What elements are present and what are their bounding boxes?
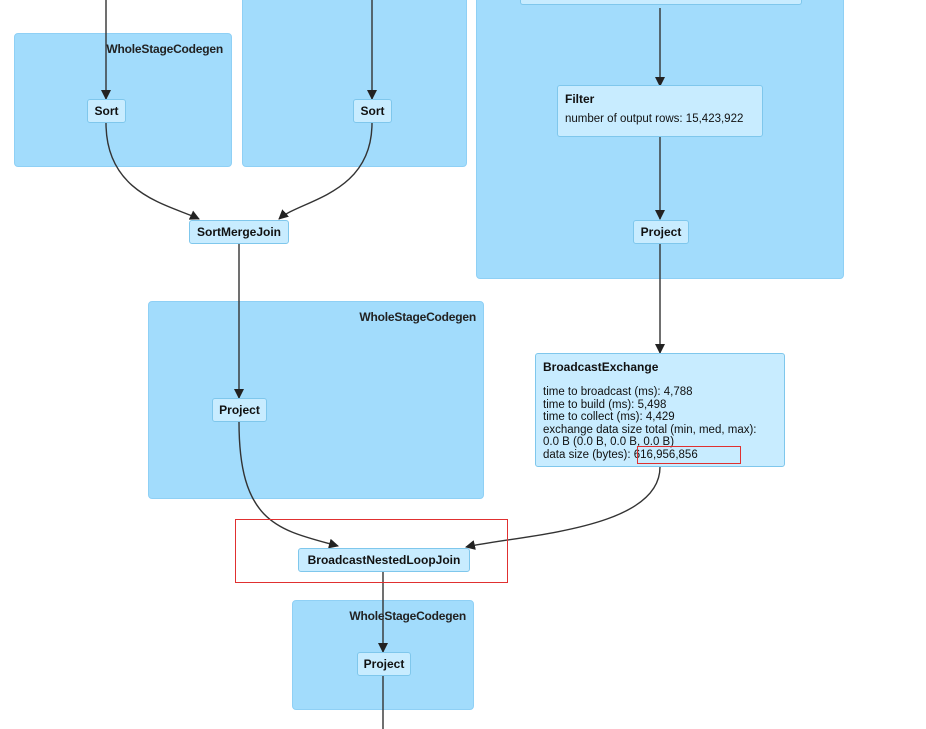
cluster-label: WholeStageCodegen [349, 609, 466, 623]
highlight-box-bnlj [235, 519, 508, 583]
filter-node-title: Filter [565, 92, 595, 106]
filter-node[interactable]: Filter number of output rows: 15,423,922 [557, 85, 763, 137]
sort-node-left[interactable]: Sort [87, 99, 126, 123]
edge-broadcast-to-bnlj [465, 466, 661, 550]
metric-time-to-build: time to build (ms): 5,498 [543, 398, 667, 411]
metric-time-to-collect: time to collect (ms): 4,429 [543, 411, 675, 423]
highlight-box-data-size [637, 446, 741, 464]
edge-sort-right-to-smj [278, 122, 373, 220]
project-node-right[interactable]: Project [633, 220, 689, 244]
metric-exchange-size-values: 0.0 B (0.0 B, 0.0 B, 0.0 B) [543, 436, 675, 448]
cluster-label: WholeStageCodegen [359, 310, 476, 324]
sort-node-right[interactable]: Sort [353, 99, 392, 123]
edge-project-to-bnlj [238, 421, 339, 549]
edge-sort-left-to-smj [105, 122, 200, 220]
broadcast-metrics: time to broadcast (ms): 4,788 time to bu… [543, 386, 777, 461]
cluster-label: WholeStageCodegen [106, 42, 223, 56]
metric-exchange-size-header: exchange data size total (min, med, max)… [543, 423, 757, 436]
metric-time-to-broadcast: time to broadcast (ms): 4,788 [543, 386, 693, 398]
broadcast-exchange-title: BroadcastExchange [543, 360, 659, 374]
metric-data-size: data size (bytes): 616,956,856 [543, 448, 698, 461]
truncated-node-top [520, 0, 802, 5]
codegen-cluster-middle-top [242, 0, 467, 167]
codegen-cluster-left: WholeStageCodegen [14, 33, 232, 167]
filter-metric: number of output rows: 15,423,922 [565, 113, 744, 125]
codegen-cluster-middle: WholeStageCodegen [148, 301, 484, 499]
broadcast-nested-loop-join-node[interactable]: BroadcastNestedLoopJoin [298, 548, 470, 572]
project-node-bottom[interactable]: Project [357, 652, 411, 676]
broadcast-exchange-node[interactable]: BroadcastExchange time to broadcast (ms)… [535, 353, 785, 467]
sort-merge-join-node[interactable]: SortMergeJoin [189, 220, 289, 244]
project-node-middle[interactable]: Project [212, 398, 267, 422]
